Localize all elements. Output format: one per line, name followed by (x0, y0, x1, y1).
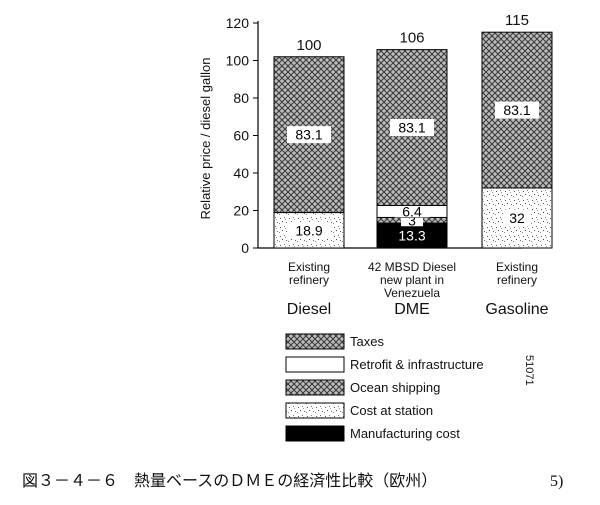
data-label: 83.1 (398, 120, 425, 136)
bar-segment-taxes (481, 31, 553, 189)
category-sublabel: new plant in (380, 273, 444, 287)
category-label: Diesel (287, 301, 331, 318)
y-tick-label: 60 (233, 128, 249, 144)
legend-swatch-retrofit-infrastructure (285, 356, 345, 373)
category-sublabel: Existing (288, 260, 330, 274)
y-tick-label: 20 (233, 203, 249, 219)
data-label-bg (394, 205, 430, 218)
data-label: 32 (509, 210, 525, 226)
data-label: 83.1 (295, 127, 322, 143)
data-label: 13.3 (398, 228, 425, 244)
data-label: 18.9 (295, 222, 322, 238)
data-label-bg (504, 209, 530, 227)
data-label-bg (287, 221, 331, 239)
legend-label: Ocean shipping (350, 380, 440, 395)
data-label: 3 (408, 212, 416, 228)
legend-swatch-cost-at-station (285, 402, 345, 419)
data-label-bg (287, 126, 331, 144)
category-sublabel: Venezuela (384, 286, 440, 300)
legend-label: Cost at station (350, 403, 433, 418)
figure-caption: 図３－４－６ 熱量ベースのＤＭＥの経済性比較（欧州） (22, 472, 437, 490)
category-label: Gasoline (485, 301, 548, 318)
y-axis-title: Relative price / diesel gallon (198, 58, 213, 220)
data-label-bg (390, 119, 434, 137)
legend-swatch-manufacturing-cost (285, 425, 345, 442)
data-label: 6.4 (402, 203, 422, 219)
total-label: 115 (505, 12, 529, 29)
total-label: 106 (399, 30, 424, 47)
y-tick-label: 80 (233, 90, 249, 106)
category-label: DME (394, 301, 430, 318)
legend-label: Manufacturing cost (350, 426, 460, 441)
category-sublabel: 42 MBSD Diesel (368, 260, 456, 274)
category-sublabel: refinery (289, 273, 329, 287)
legend-label: Taxes (350, 334, 384, 349)
data-label: 83.1 (503, 102, 530, 118)
y-tick-label: 0 (241, 240, 249, 256)
y-tick-label: 120 (226, 15, 250, 31)
category-sublabel: refinery (497, 273, 537, 287)
legend-swatch-taxes (285, 333, 345, 350)
figure-caption-ref: 5) (550, 473, 563, 490)
bar-segment-cost-at-station (273, 212, 345, 249)
data-label-bg (495, 101, 539, 119)
y-tick-label: 40 (233, 165, 249, 181)
category-sublabel: Existing (496, 260, 538, 274)
y-tick-label: 100 (226, 53, 250, 69)
figure-code: 51071 (523, 355, 535, 386)
total-label: 100 (296, 37, 321, 54)
legend-swatch-ocean-shipping (285, 379, 345, 396)
legend-label: Retrofit & infrastructure (350, 357, 484, 372)
